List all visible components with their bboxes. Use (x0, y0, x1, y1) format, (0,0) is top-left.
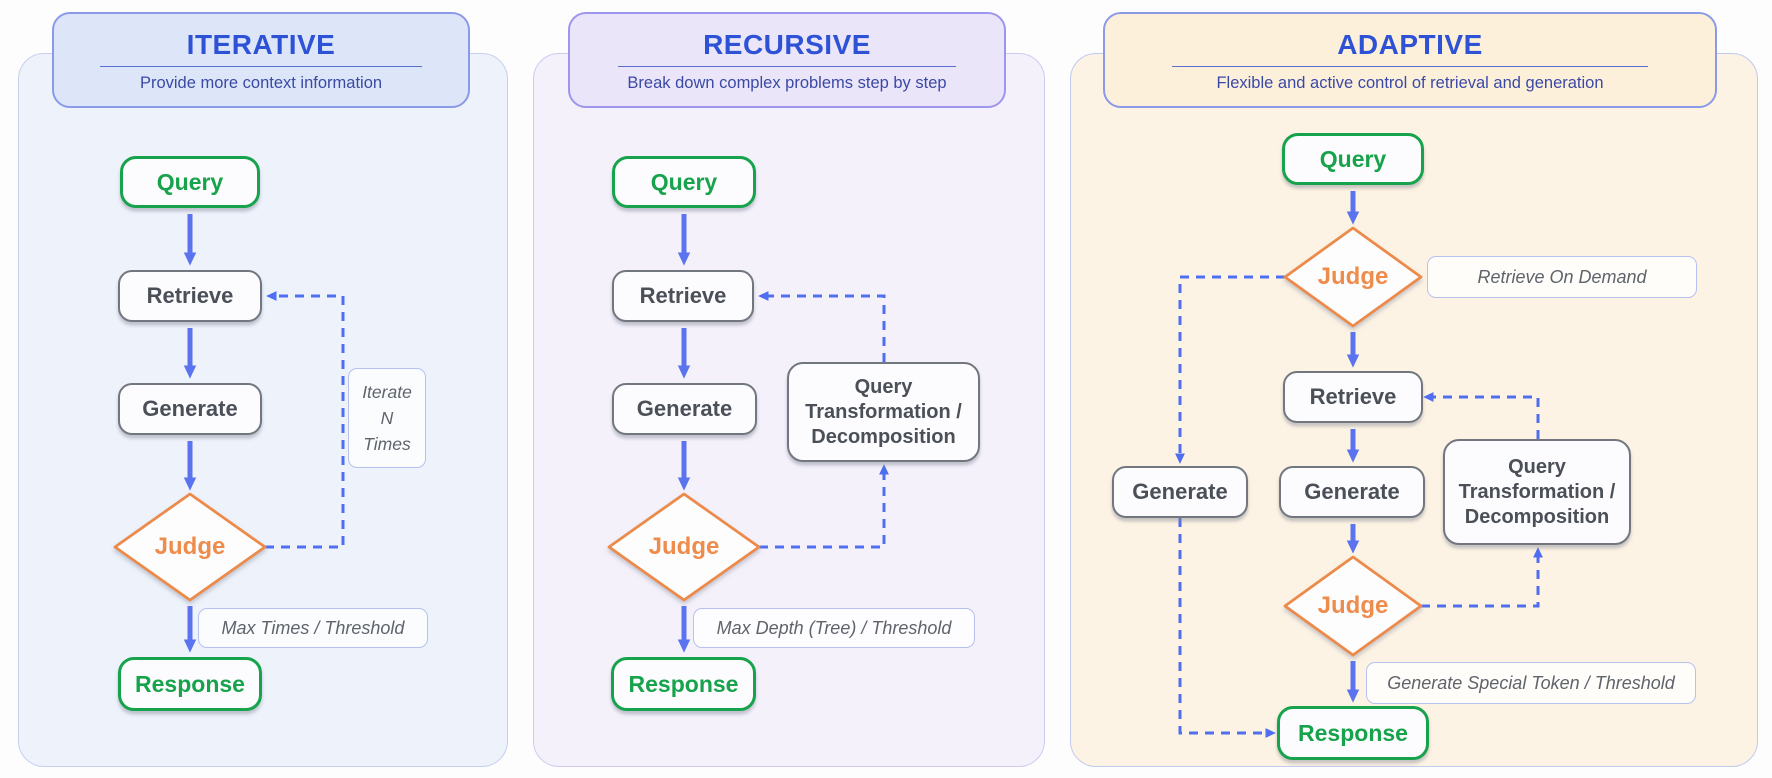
header-recursive: RECURSIVE Break down complex problems st… (568, 12, 1006, 108)
node-generate: Generate (118, 383, 262, 435)
note-generate-special-token: Generate Special Token / Threshold (1366, 662, 1696, 704)
node-judge-top: Judge (1317, 263, 1389, 290)
node-retrieve: Retrieve (118, 270, 262, 322)
node-judge: Judge (648, 533, 720, 560)
node-judge: Judge (154, 533, 226, 560)
panel-title: RECURSIVE (703, 29, 871, 61)
note-iterate-n-times: Iterate N Times (348, 368, 426, 468)
node-query-transformation: Query Transformation / Decomposition (1443, 439, 1631, 545)
panel-title: ADAPTIVE (1337, 29, 1483, 61)
note-max-depth-threshold: Max Depth (Tree) / Threshold (693, 608, 975, 648)
node-judge-bottom: Judge (1317, 592, 1389, 619)
node-query-transformation: Query Transformation / Decomposition (787, 362, 980, 462)
node-query: Query (612, 156, 756, 208)
panel-subtitle: Provide more context information (139, 73, 383, 92)
node-query: Query (1282, 133, 1424, 185)
node-response: Response (118, 657, 262, 711)
panel-title: ITERATIVE (186, 29, 336, 61)
node-retrieve: Retrieve (1283, 371, 1423, 423)
panel-subtitle: Break down complex problems step by step (627, 73, 947, 92)
title-underline (617, 65, 957, 67)
panel-subtitle: Flexible and active control of retrieval… (1216, 73, 1604, 92)
panel-iterative (18, 53, 508, 767)
node-generate: Generate (612, 383, 757, 435)
header-iterative: ITERATIVE Provide more context informati… (52, 12, 470, 108)
node-generate: Generate (1279, 466, 1425, 518)
title-underline (99, 65, 423, 67)
title-underline (1172, 65, 1648, 67)
header-adaptive: ADAPTIVE Flexible and active control of … (1103, 12, 1717, 108)
node-response: Response (611, 657, 756, 711)
node-response: Response (1277, 706, 1429, 760)
note-retrieve-on-demand: Retrieve On Demand (1427, 256, 1697, 298)
node-generate-left: Generate (1112, 466, 1248, 518)
node-query: Query (120, 156, 260, 208)
node-retrieve: Retrieve (612, 270, 754, 322)
note-max-times-threshold: Max Times / Threshold (198, 608, 428, 648)
